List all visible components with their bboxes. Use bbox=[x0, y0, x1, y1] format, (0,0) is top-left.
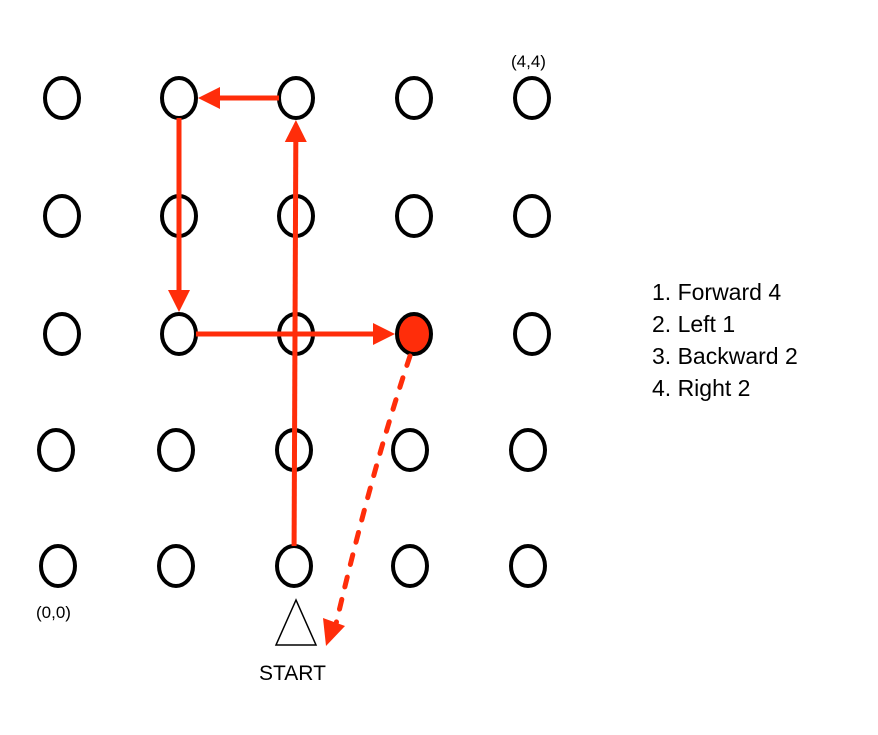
instruction-step: 4. Right 2 bbox=[652, 375, 751, 401]
grid-node bbox=[160, 76, 198, 120]
grid-node bbox=[160, 312, 198, 356]
grid-node bbox=[37, 428, 75, 472]
start-triangle-icon bbox=[274, 598, 318, 646]
start-label: START bbox=[259, 662, 326, 685]
grid-node bbox=[157, 428, 195, 472]
end-node bbox=[395, 312, 433, 356]
grid-node bbox=[513, 312, 551, 356]
grid-node bbox=[509, 544, 547, 588]
grid-node bbox=[391, 544, 429, 588]
return-path-dashed bbox=[333, 353, 413, 627]
grid-node bbox=[395, 76, 433, 120]
corner-label: (4,4) bbox=[511, 52, 546, 71]
start-marker bbox=[274, 598, 318, 646]
arrowhead-icon bbox=[284, 119, 307, 143]
arrowhead-icon bbox=[373, 323, 395, 345]
instruction-step: 2. Left 1 bbox=[652, 311, 736, 337]
origin-label: (0,0) bbox=[36, 603, 71, 622]
grid-node bbox=[509, 428, 547, 472]
instruction-step: 3. Backward 2 bbox=[652, 343, 798, 369]
return-arrowhead-icon bbox=[323, 618, 345, 646]
grid-node bbox=[513, 76, 551, 120]
grid-node bbox=[391, 428, 429, 472]
arrowhead-icon bbox=[168, 290, 190, 312]
instruction-list: 1. Forward 4 2. Left 1 3. Backward 2 4. … bbox=[652, 276, 798, 404]
grid-node bbox=[39, 544, 77, 588]
grid-node bbox=[395, 194, 433, 238]
grid-node bbox=[157, 544, 195, 588]
movement-path bbox=[168, 87, 413, 646]
grid-node bbox=[277, 76, 315, 120]
grid-node bbox=[43, 76, 81, 120]
arrowhead-icon bbox=[198, 87, 220, 109]
grid-node bbox=[513, 194, 551, 238]
instruction-step: 1. Forward 4 bbox=[652, 279, 782, 305]
path-segment-1 bbox=[291, 137, 299, 547]
grid-node bbox=[43, 194, 81, 238]
grid-node bbox=[43, 312, 81, 356]
grid-node bbox=[275, 544, 313, 588]
